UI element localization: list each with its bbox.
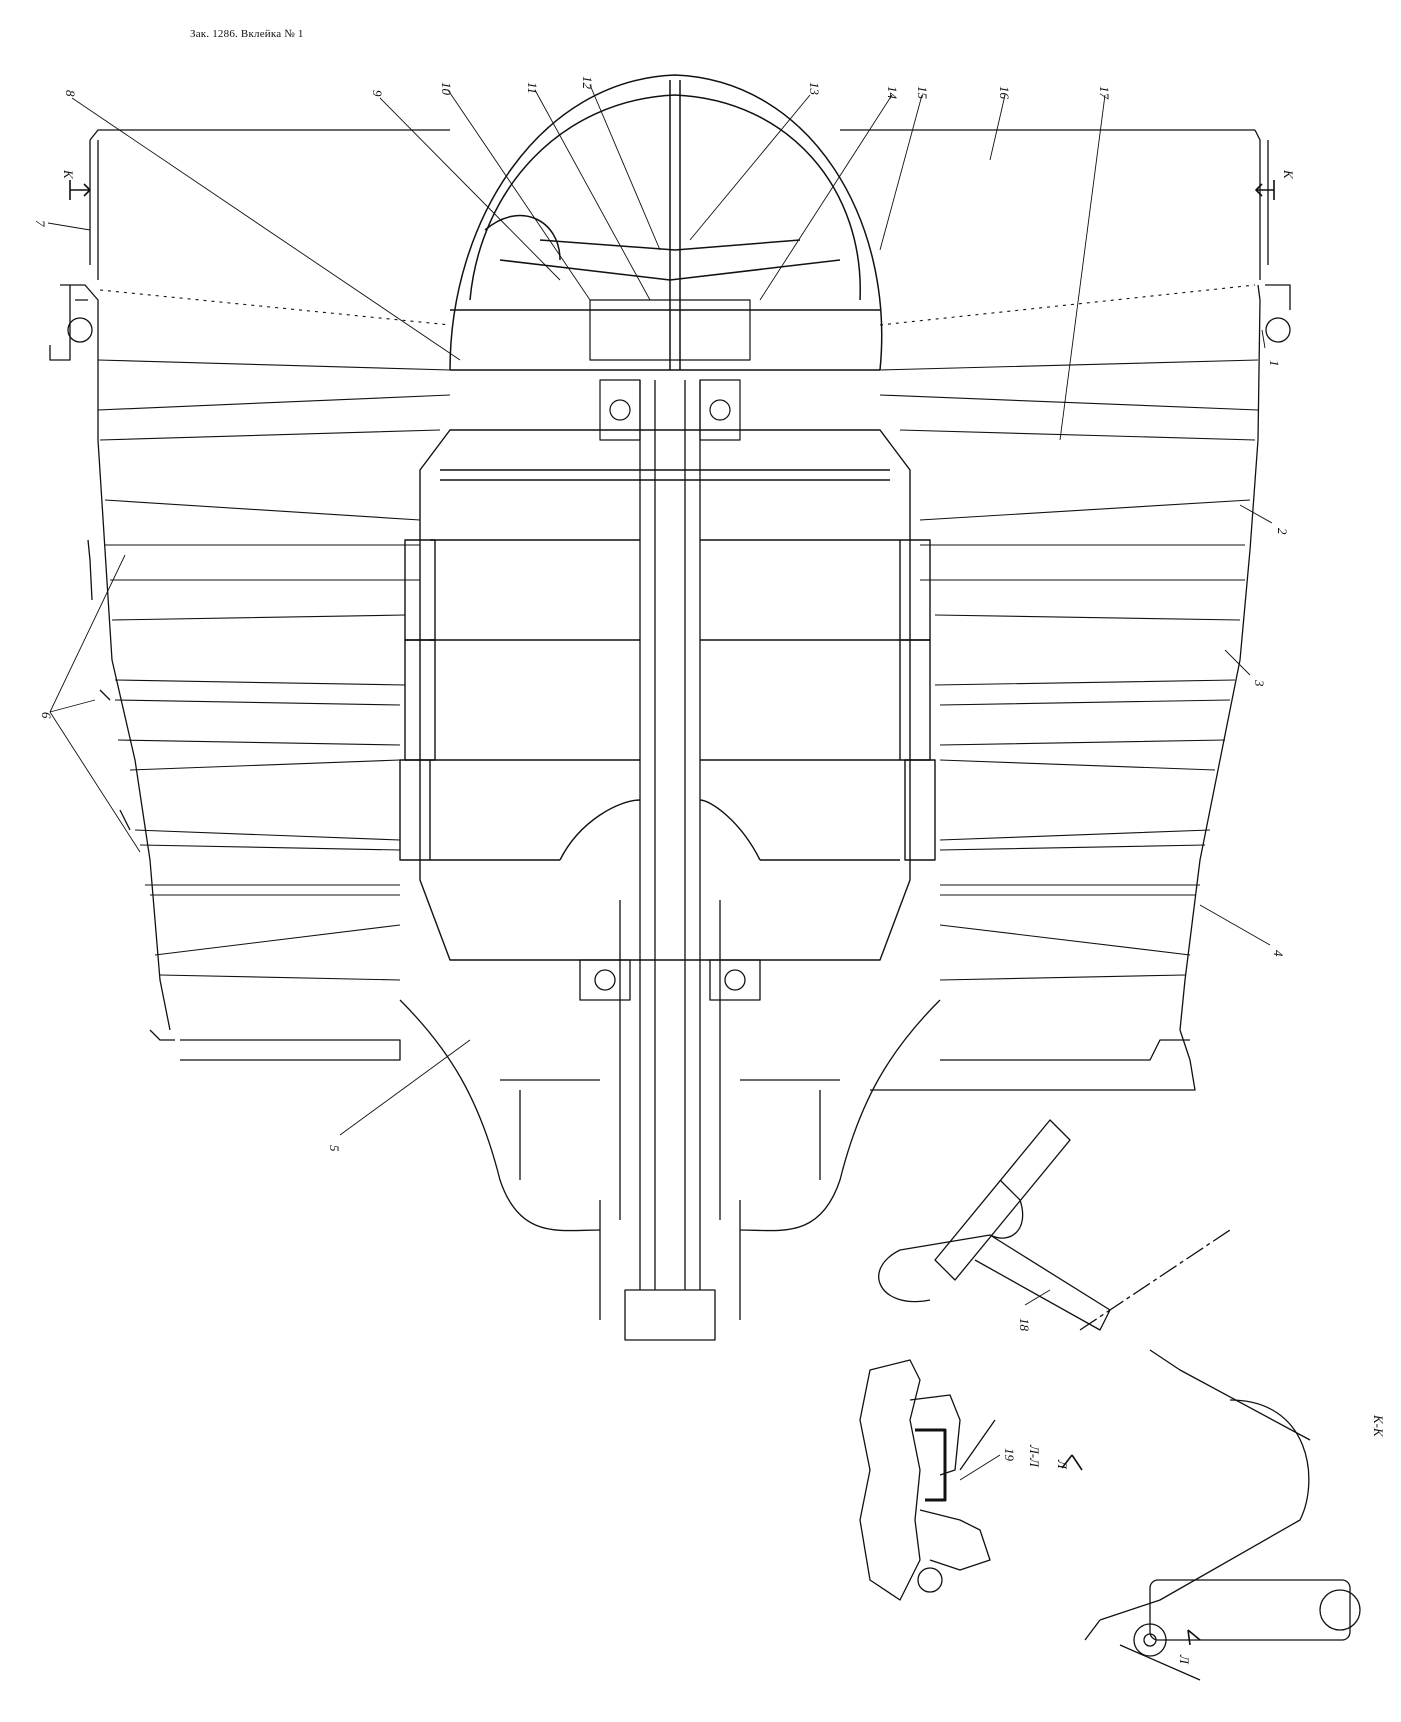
callout-9: 9 xyxy=(370,90,385,97)
rotor-drum xyxy=(399,429,936,961)
callout-1: 1 xyxy=(1267,360,1282,367)
callout-18: 18 xyxy=(1017,1318,1032,1332)
section-kk-lever xyxy=(878,1119,1361,1681)
callout-14: 14 xyxy=(885,86,900,100)
front-bearing xyxy=(589,299,751,441)
section-ll-title: Л-Л xyxy=(1027,1444,1042,1468)
callout-19: 19 xyxy=(1002,1448,1017,1462)
section-k-right: К xyxy=(1281,169,1296,180)
section-l-bottom: Л xyxy=(1177,1654,1192,1665)
section-k-left: К xyxy=(61,169,76,180)
blade-rows xyxy=(97,284,1259,981)
callout-6: 6 xyxy=(39,712,54,719)
callout-labels: 1 2 3 4 5 6 7 8 9 10 11 12 13 14 15 16 1… xyxy=(33,76,1290,1462)
section-ll-detail xyxy=(859,1359,996,1601)
callout-16: 16 xyxy=(997,86,1012,100)
callout-17: 17 xyxy=(1097,86,1112,100)
section-arrows xyxy=(69,180,1275,1646)
callout-13: 13 xyxy=(807,82,822,96)
section-l-top: Л xyxy=(1055,1459,1070,1470)
callout-15: 15 xyxy=(915,86,930,100)
callout-4: 4 xyxy=(1271,950,1286,957)
outer-casing-left xyxy=(49,129,450,1041)
callout-3: 3 xyxy=(1252,679,1267,687)
callout-8: 8 xyxy=(63,90,78,97)
callout-2: 2 xyxy=(1275,528,1290,535)
callout-11: 11 xyxy=(525,82,540,94)
sheet-header: Зак. 1286. Вклейка № 1 xyxy=(190,28,304,40)
callout-10: 10 xyxy=(439,82,454,96)
callout-12: 12 xyxy=(580,76,595,90)
section-kk-title: К-К xyxy=(1371,1414,1386,1438)
callout-5: 5 xyxy=(327,1145,342,1152)
callout-7: 7 xyxy=(33,220,48,227)
main-shaft xyxy=(599,380,741,1341)
leader-lines xyxy=(47,84,1273,1481)
section-mark-labels: К К К-К Л-Л Л Л xyxy=(61,169,1386,1665)
spinner-nose-cone xyxy=(449,74,883,371)
rear-support xyxy=(180,959,1190,1232)
outer-casing-right xyxy=(840,129,1291,1091)
